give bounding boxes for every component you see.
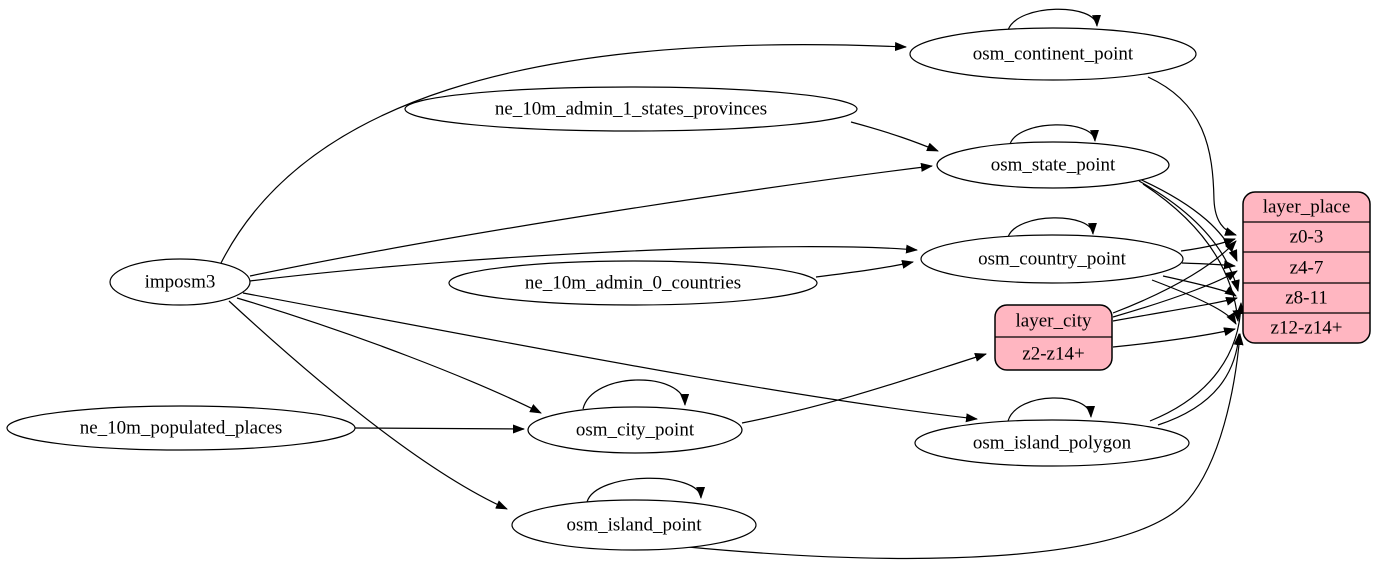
node-imposm3: imposm3: [109, 258, 251, 306]
node-osm_state_point: osm_state_point: [936, 141, 1170, 189]
edge-osm_country_point-to-layer_place-z8-11: [1162, 275, 1237, 297]
record-layer_place-title: layer_place: [1263, 197, 1351, 218]
node-osm_country_point-shape: [920, 234, 1184, 284]
edge-osm_island_polygon-to-layer_place-z8-11: [1149, 302, 1246, 422]
edge-osm_island_polygon-to-layer_place-z12-z14+: [1157, 333, 1243, 426]
self-loop-osm_city_point: [582, 379, 690, 410]
nodes-layer: imposm3 ne_10m_admin_1_states_provincesne…: [6, 27, 1371, 551]
node-osm_island_point: osm_island_point: [511, 499, 757, 551]
self-loop-osm_country_point: [1007, 217, 1097, 238]
node-osm_country_point-label: osm_country_point: [978, 249, 1126, 270]
record-layer_place-row-z4-7: z4-7: [1290, 258, 1324, 279]
edge-imposm3-to-osm_continent_point: [219, 42, 907, 266]
edge-layer_city-to-layer_place-z8-11: [1112, 296, 1238, 322]
node-osm_island_point-shape: [511, 499, 757, 551]
edge-imposm3-to-osm_country_point: [249, 244, 918, 282]
edge-osm_continent_point-to-layer_place-z0-3: [1147, 76, 1237, 236]
edge-layer_city-to-layer_place-z12-z14+: [1112, 327, 1236, 348]
node-osm_city_point-label: osm_city_point: [576, 420, 695, 441]
node-osm_city_point-shape: [527, 406, 743, 454]
self-loop-osm_state_point: [1009, 124, 1099, 145]
edge-osm_country_point-to-layer_place-z0-3: [1180, 238, 1236, 252]
node-imposm3-shape: [109, 258, 251, 306]
edge-imposm3-to-osm_city_point: [236, 297, 542, 414]
record-layer_city-title: layer_city: [1016, 311, 1092, 332]
node-osm_continent_point: osm_continent_point: [909, 27, 1197, 81]
edge-osm_country_point-to-layer_place-z4-7: [1181, 260, 1236, 270]
edge-ne_10m_populated_places-to-osm_city_point: [354, 424, 525, 434]
edge-imposm3-to-osm_state_point: [249, 162, 933, 277]
self-loop-osm_continent_point: [1007, 8, 1101, 31]
record-layer_place-row-z0-3: z0-3: [1290, 227, 1324, 248]
node-osm_island_polygon: osm_island_polygon: [914, 419, 1190, 467]
edge-layer_city-to-layer_place-z0-3: [1112, 240, 1237, 314]
node-osm_continent_point-shape: [909, 27, 1197, 81]
node-osm_city_point: osm_city_point: [527, 406, 743, 454]
node-ne_10m_admin_1_states_provinces-label: ne_10m_admin_1_states_provinces: [495, 99, 767, 120]
edge-imposm3-to-osm_island_point: [228, 300, 508, 510]
edge-osm_state_point-to-layer_place-z12-z14+: [1142, 183, 1242, 322]
edge-osm_city_point-to-layer_city-z2-z14+: [741, 353, 987, 424]
node-osm_continent_point-label: osm_continent_point: [973, 44, 1134, 65]
edges-layer: [219, 8, 1246, 559]
node-ne_10m_admin_0_countries-shape: [448, 260, 818, 306]
edge-osm_country_point-to-layer_place-z12-z14+: [1151, 279, 1237, 325]
node-osm_country_point: osm_country_point: [920, 234, 1184, 284]
edge-imposm3-to-osm_island_polygon: [242, 292, 978, 423]
node-imposm3-label: imposm3: [145, 272, 216, 293]
node-ne_10m_populated_places: ne_10m_populated_places: [6, 405, 356, 451]
node-ne_10m_populated_places-label: ne_10m_populated_places: [80, 418, 283, 439]
edge-ne_10m_admin_1_states_provinces-to-osm_state_point: [850, 121, 939, 152]
self-loop-osm_island_point: [586, 477, 706, 503]
self-loop-osm_island_polygon: [1007, 397, 1096, 422]
node-ne_10m_admin_1_states_provinces: ne_10m_admin_1_states_provinces: [404, 86, 858, 132]
record-layer_place: layer_place z0-3 z4-7 z8-11 z12-z14+: [1242, 191, 1371, 344]
record-layer_city-row-z2-z14+: z2-z14+: [1022, 344, 1084, 365]
record-layer_place-shape: [1242, 191, 1371, 344]
node-ne_10m_admin_0_countries: ne_10m_admin_0_countries: [448, 260, 818, 306]
record-layer_city: layer_city z2-z14+: [994, 304, 1113, 371]
node-ne_10m_admin_1_states_provinces-shape: [404, 86, 858, 132]
edge-ne_10m_admin_0_countries-to-osm_country_point: [815, 259, 914, 278]
record-layer_place-row-z12-z14+: z12-z14+: [1271, 318, 1343, 339]
record-layer_place-row-z8-11: z8-11: [1285, 288, 1328, 309]
node-osm_island_point-label: osm_island_point: [566, 515, 702, 536]
node-osm_island_polygon-shape: [914, 419, 1190, 467]
node-osm_state_point-label: osm_state_point: [991, 155, 1116, 176]
node-ne_10m_admin_0_countries-label: ne_10m_admin_0_countries: [525, 273, 741, 294]
node-ne_10m_populated_places-shape: [6, 405, 356, 451]
edge-osm_island_point-to-layer_place-z12-z14+: [687, 333, 1244, 559]
edge-layer_city-to-layer_place-z4-7: [1112, 270, 1238, 318]
node-osm_state_point-shape: [936, 141, 1170, 189]
node-osm_island_polygon-label: osm_island_polygon: [973, 433, 1132, 454]
